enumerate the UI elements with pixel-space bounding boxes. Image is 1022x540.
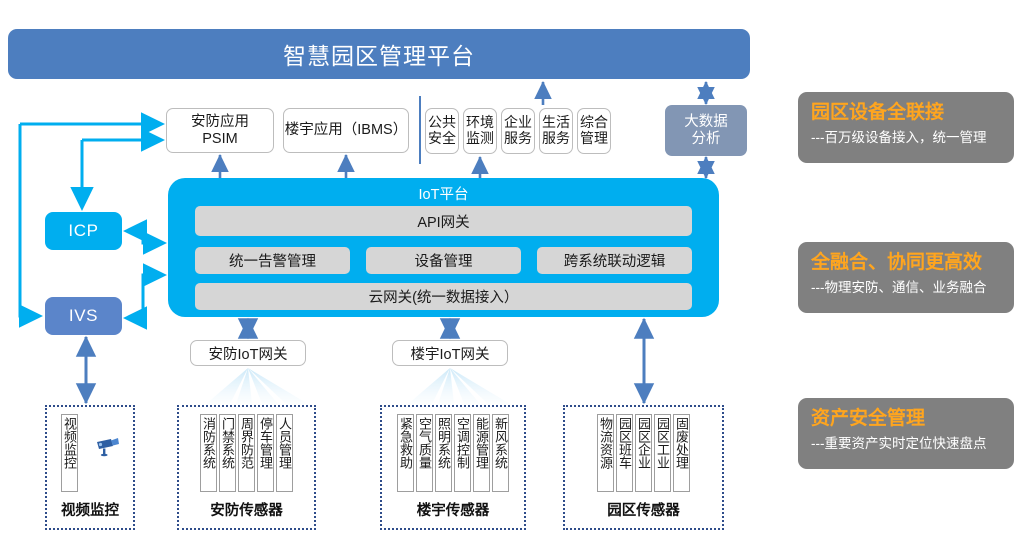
label-line2: 监测 [466,130,494,146]
iot-module-alarm[interactable]: 统一告警管理 [195,247,350,274]
app-box-ibms[interactable]: 楼宇应用（IBMS） [283,108,409,153]
platform-title: 智慧园区管理平台 [283,43,475,69]
app-public-security-label: 公共 安全 [428,115,456,146]
info-panel-title: 园区设备全联接 [811,102,945,123]
sensor-group-security-title: 安防传感器 [210,503,283,519]
app-box-public-security[interactable]: 公共 安全 [425,108,459,154]
sensor-item[interactable]: 物流资源 [597,414,614,492]
sensor-item[interactable]: 停车管理 [257,414,274,492]
sensor-item[interactable]: 视频监控 [61,414,78,492]
sensor-item[interactable]: 园区企业 [635,414,652,492]
sensor-item[interactable]: 人员管理 [276,414,293,492]
sensor-item[interactable]: 紧急救助 [397,414,414,492]
sensor-group-building-title: 楼宇传感器 [416,503,490,519]
label-line1: 生活 [542,114,570,131]
app-ibms-label: 楼宇应用（IBMS） [284,122,408,139]
label-line1: 环境 [466,114,494,131]
node-icp[interactable]: ICP [45,212,122,250]
info-panel-subtitle: ---百万级设备接入，统一管理 [811,129,987,145]
app-enterprise-label: 企业 服务 [504,115,532,146]
sensor-item[interactable]: 园区工业 [654,414,671,492]
iot-cloud-gateway[interactable]: 云网关(统一数据接入） [195,283,692,310]
sensor-group-video-title: 视频监控 [61,503,119,519]
bigdata-analytics-box[interactable]: 大数据 分析 [665,105,747,156]
sensor-group-park-title: 园区传感器 [607,503,680,519]
info-panel-title: 资产安全管理 [811,408,926,429]
app-box-environment-monitor[interactable]: 环境 监测 [463,108,497,154]
info-panel-asset-security: 资产安全管理 ---重要资产实时定位快速盘点 [798,398,1014,469]
platform-banner: 智慧园区管理平台 [8,29,750,79]
info-panel-title: 全融合、协同更高效 [811,252,983,273]
gateway-security-label: 安防IoT网关 [208,346,288,363]
iot-module-cross-system[interactable]: 跨系统联动逻辑 [537,247,692,274]
app-box-psim[interactable]: 安防应用 PSIM [166,108,274,153]
sensor-item[interactable]: 门禁系统 [219,414,236,492]
app-integrated-label: 综合 管理 [580,115,608,146]
label-line2: 服务 [542,130,570,146]
sensor-group-park: 物流资源 园区班车 园区企业 园区工业 固废处理 园区传感器 [563,405,724,530]
info-panel-subtitle: ---重要资产实时定位快速盘点 [811,435,987,451]
label-line1: 企业 [504,114,532,131]
node-icp-label: ICP [68,221,99,240]
sensor-item[interactable]: 消防系统 [200,414,217,492]
iot-api-gateway[interactable]: API网关 [195,206,692,236]
app-box-life-service[interactable]: 生活 服务 [539,108,573,154]
gateway-security-iot[interactable]: 安防IoT网关 [190,340,306,366]
sensor-items: 视频监控 [47,414,147,492]
section-divider [419,96,421,164]
bigdata-line2: 分析 [691,130,721,147]
info-panel-device-connection: 园区设备全联接 ---百万级设备接入，统一管理 [798,92,1014,163]
app-psim-line2: PSIM [202,130,238,147]
info-panel-subtitle: ---物理安防、通信、业务融合 [811,279,987,295]
info-panel-convergence: 全融合、协同更高效 ---物理安防、通信、业务融合 [798,242,1014,313]
app-box-integrated-management[interactable]: 综合 管理 [577,108,611,154]
sensor-items: 物流资源 园区班车 园区企业 园区工业 固废处理 [565,414,722,492]
iot-platform-title: IoT平台 [418,187,469,203]
gateway-building-iot[interactable]: 楼宇IoT网关 [392,340,508,366]
node-ivs-label: IVS [68,306,99,325]
sensor-items: 消防系统 门禁系统 周界防范 停车管理 人员管理 [179,414,314,492]
sensor-item[interactable]: 固废处理 [673,414,690,492]
sensor-item[interactable]: 园区班车 [616,414,633,492]
app-psim-label: 安防应用 PSIM [191,114,249,146]
sensor-item[interactable]: 新风系统 [492,414,509,492]
label-line2: 安全 [428,130,456,146]
sensor-group-security: 消防系统 门禁系统 周界防范 停车管理 人员管理 安防传感器 [177,405,316,530]
sensor-items: 紧急救助 空气质量 照明系统 空调控制 能源管理 新风系统 [382,414,524,492]
iot-module-device[interactable]: 设备管理 [366,247,521,274]
label-line2: 服务 [504,130,532,146]
label-line1: 公共 [428,114,456,131]
app-box-enterprise-service[interactable]: 企业 服务 [501,108,535,154]
sensor-item[interactable]: 空调控制 [454,414,471,492]
label-line1: 综合 [580,114,608,131]
cctv-camera-icon [97,438,119,457]
sensor-item[interactable]: 照明系统 [435,414,452,492]
sensor-group-building: 紧急救助 空气质量 照明系统 空调控制 能源管理 新风系统 楼宇传感器 [380,405,526,530]
sensor-group-video: 视频监控 视频监控 [45,405,135,530]
sensor-item[interactable]: 空气质量 [416,414,433,492]
node-ivs[interactable]: IVS [45,297,122,335]
app-psim-line1: 安防应用 [191,114,249,131]
label-line2: 管理 [580,130,608,146]
bigdata-line1: 大数据 [684,113,728,130]
sensor-item[interactable]: 周界防范 [238,414,255,492]
gateway-building-label: 楼宇IoT网关 [410,346,490,363]
bigdata-label: 大数据 分析 [684,114,728,147]
iot-platform-container: IoT平台 API网关 统一告警管理 设备管理 跨系统联动逻辑 云网关(统一数据… [168,178,719,317]
app-environment-label: 环境 监测 [466,115,494,146]
sensor-item[interactable]: 能源管理 [473,414,490,492]
app-life-label: 生活 服务 [542,115,570,146]
